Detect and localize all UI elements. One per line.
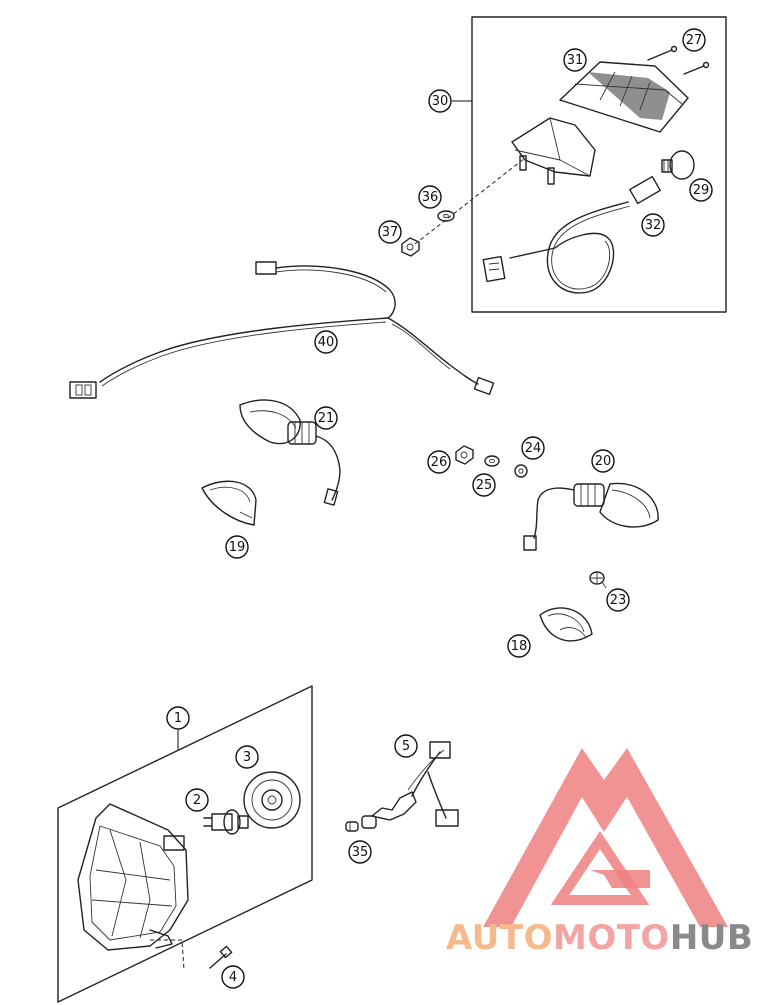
- callout-3: 3: [235, 745, 259, 769]
- bulb-drawing: [661, 150, 695, 180]
- callout-number: 4: [229, 970, 237, 985]
- watermark-hub: HUB: [669, 918, 754, 958]
- nut-26-drawing: [455, 445, 474, 465]
- callout-23: 23: [606, 588, 630, 612]
- callout-circle: [641, 213, 665, 237]
- callout-circle: [591, 449, 615, 473]
- callout-number: 36: [422, 190, 439, 205]
- screw-drawing: [647, 45, 710, 75]
- callout-circle: [348, 840, 372, 864]
- nut-drawing: [401, 237, 420, 257]
- callout-number: 1: [174, 711, 182, 726]
- callout-number: 18: [511, 639, 528, 654]
- screw-4-drawing: [209, 945, 233, 969]
- callout-number: 40: [318, 335, 335, 350]
- tail-light-lens-drawing: [559, 61, 689, 133]
- wiring-harness-drawing: [69, 261, 495, 399]
- parking-bulb-drawing: [345, 821, 359, 832]
- dust-cap-drawing: [243, 771, 301, 829]
- callout-number: 30: [432, 94, 449, 109]
- callout-36: 36: [418, 185, 442, 209]
- callout-circle: [521, 436, 545, 460]
- callout-29: 29: [689, 178, 713, 202]
- callout-32: 32: [641, 213, 665, 237]
- callout-circle: [428, 89, 452, 113]
- callout-number: 37: [382, 225, 399, 240]
- flat-washer-drawing: [514, 464, 528, 478]
- callout-26: 26: [427, 450, 451, 474]
- turn-signal-left-drawing: [239, 399, 341, 506]
- callout-number: 31: [567, 53, 584, 68]
- callout-24: 24: [521, 436, 545, 460]
- callout-number: 19: [229, 540, 246, 555]
- callout-circle: [682, 28, 706, 52]
- callout-number: 2: [193, 793, 201, 808]
- callout-circle: [689, 178, 713, 202]
- watermark-moto: MOTO: [552, 918, 670, 958]
- callout-number: 3: [243, 750, 251, 765]
- watermark-logo: [483, 748, 728, 927]
- callout-number: 29: [693, 183, 710, 198]
- callout-circle: [221, 965, 245, 989]
- screw-23-drawing: [589, 571, 607, 589]
- watermark-text: AUTOMOTOHUB: [446, 918, 753, 958]
- headlight-group: [57, 685, 313, 1003]
- callout-number: 23: [610, 593, 627, 608]
- washer-drawing: [437, 210, 455, 222]
- callout-35: 35: [348, 840, 372, 864]
- callout-circle: [185, 788, 209, 812]
- callout-4: 4: [221, 965, 245, 989]
- callout-19: 19: [225, 535, 249, 559]
- callout-circle: [225, 535, 249, 559]
- callout-number: 25: [476, 478, 493, 493]
- callout-37: 37: [378, 220, 402, 244]
- callout-31: 31: [563, 48, 587, 72]
- callout-25: 25: [472, 473, 496, 497]
- callout-21: 21: [314, 406, 338, 430]
- callout-circle: [507, 634, 531, 658]
- tail-light-group: [452, 16, 727, 313]
- callout-18: 18: [507, 634, 531, 658]
- lock-washer-drawing: [484, 455, 500, 467]
- callout-circle: [606, 588, 630, 612]
- callout-number: 35: [352, 845, 369, 860]
- callout-circle: [378, 220, 402, 244]
- turn-signal-right-drawing: [523, 482, 659, 551]
- headlight-housing-drawing: [77, 803, 189, 951]
- callout-circle: [314, 406, 338, 430]
- callout-circle: [418, 185, 442, 209]
- callout-circle: [314, 330, 338, 354]
- tail-light-housing-drawing: [511, 117, 596, 185]
- callout-30: 30: [428, 89, 452, 113]
- callout-circle: [427, 450, 451, 474]
- callout-5: 5: [394, 734, 418, 758]
- callout-40: 40: [314, 330, 338, 354]
- headlight-bulb-drawing: [203, 809, 249, 835]
- callout-1: 1: [166, 706, 190, 730]
- turn-signal-lens-right-drawing: [539, 607, 593, 642]
- callout-number: 5: [402, 739, 410, 754]
- parking-light-cable-drawing: [361, 741, 459, 829]
- callout-circle: [235, 745, 259, 769]
- callout-number: 21: [318, 411, 335, 426]
- turn-signal-lens-left-drawing: [201, 480, 257, 526]
- callout-20: 20: [591, 449, 615, 473]
- callout-27: 27: [682, 28, 706, 52]
- callout-number: 32: [645, 218, 662, 233]
- callout-circle: [166, 706, 190, 730]
- callout-number: 27: [686, 33, 703, 48]
- callout-circle: [394, 734, 418, 758]
- callout-2: 2: [185, 788, 209, 812]
- tail-light-cable-drawing: [482, 175, 661, 294]
- callout-number: 20: [595, 454, 612, 469]
- callout-circle: [472, 473, 496, 497]
- callout-circle: [563, 48, 587, 72]
- callout-number: 26: [431, 455, 448, 470]
- watermark-auto: AUTO: [446, 918, 553, 958]
- callout-number: 24: [525, 441, 542, 456]
